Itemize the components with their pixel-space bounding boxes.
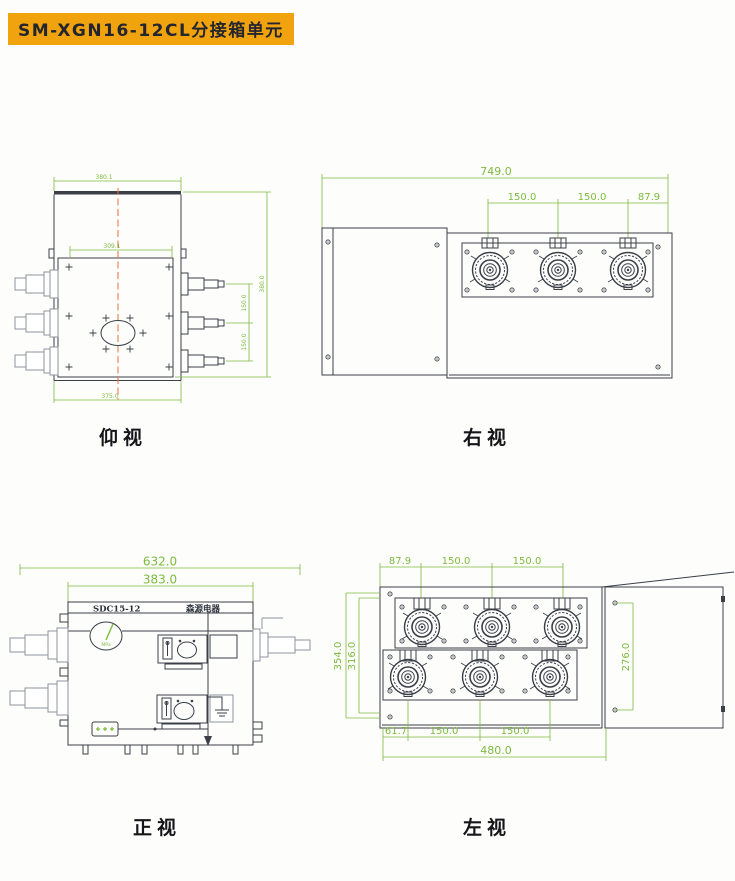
- connector-icon: [471, 608, 513, 648]
- left-view-top-dimensions: 87.9 150.0 150.0: [379, 556, 564, 598]
- svg-text:150.0: 150.0: [241, 333, 248, 350]
- front-view-dimensions: 632.0 383.0: [19, 555, 301, 602]
- svg-text:150.0: 150.0: [501, 726, 530, 737]
- caption-front-view: 正视: [133, 817, 182, 839]
- connector-icon: [537, 251, 579, 291]
- svg-text:480.0: 480.0: [480, 744, 512, 757]
- brand-label: 森源电器: [186, 604, 221, 615]
- svg-text:87.9: 87.9: [638, 192, 660, 203]
- svg-text:354.0: 354.0: [333, 642, 344, 671]
- upper-mechanism: [157, 634, 238, 670]
- connector-icon: [459, 658, 501, 698]
- bottom-view-dimensions: 380.1 309.1 375.0 150.0 150.0 380.0: [53, 174, 271, 403]
- left-view-bottom-dimensions: 61.7 150.0 150.0 480.0: [382, 700, 607, 761]
- svg-text:316.0: 316.0: [347, 642, 358, 671]
- connector-icon: [541, 608, 583, 648]
- svg-text:150.0: 150.0: [508, 192, 537, 203]
- caption-bottom-view: 仰视: [99, 427, 148, 449]
- connector-plate: [461, 242, 654, 298]
- left-view-side-dimensions: 354.0 316.0 276.0: [333, 592, 634, 719]
- view-right-drawing: 749.0 150.0 150.0 87.9: [321, 165, 673, 379]
- caption-right-view: 右视: [463, 427, 512, 449]
- svg-text:309.1: 309.1: [103, 243, 120, 250]
- main-tank: [379, 571, 735, 729]
- svg-text:749.0: 749.0: [480, 165, 512, 178]
- connector-icon: [607, 251, 649, 291]
- pressure-gauge-icon: MPa: [89, 621, 123, 651]
- model-label: SDC15-12: [93, 605, 141, 615]
- mounting-feet: [82, 744, 239, 755]
- left-bushings-icon: [14, 269, 59, 376]
- svg-text:150.0: 150.0: [442, 556, 471, 567]
- connector-icon: [529, 658, 571, 698]
- center-hole: [100, 320, 136, 346]
- svg-text:380.0: 380.0: [259, 275, 266, 292]
- connector-icon: [387, 658, 429, 698]
- ground-icon: [208, 694, 234, 723]
- front-enclosure: SDC15-12 森源电器: [67, 601, 254, 746]
- caption-left-view: 左视: [463, 817, 512, 839]
- view-left-drawing: 87.9 150.0 150.0: [333, 556, 735, 761]
- svg-text:150.0: 150.0: [241, 294, 248, 311]
- svg-text:375.0: 375.0: [101, 393, 118, 400]
- connector-icon: [401, 608, 443, 648]
- svg-text:150.0: 150.0: [578, 192, 607, 203]
- connector-icon: [469, 251, 511, 291]
- svg-text:MPa: MPa: [101, 642, 110, 648]
- svg-text:383.0: 383.0: [143, 573, 177, 587]
- cable-compartment-panel: [321, 227, 448, 376]
- title-banner: SM-XGN16-12CL分接箱单元: [8, 13, 294, 45]
- svg-text:380.1: 380.1: [95, 174, 112, 181]
- view-bottom-drawing: 380.1 309.1 375.0 150.0 150.0 380.0: [14, 174, 271, 403]
- terminal-block: [91, 721, 208, 737]
- connector-tabs: [481, 237, 637, 249]
- upper-connector-plate: [394, 597, 588, 649]
- lower-connector-plate: [382, 649, 578, 701]
- lower-mechanism: [156, 694, 208, 730]
- cable-compartment-panel: [604, 586, 725, 729]
- bottom-view-body: [48, 188, 187, 400]
- right-studs-icon: [180, 272, 225, 373]
- svg-text:61.7: 61.7: [385, 726, 407, 737]
- right-view-dimensions: 749.0 150.0 150.0 87.9: [321, 165, 669, 238]
- right-bushing-icon: [252, 617, 311, 743]
- svg-text:150.0: 150.0: [430, 726, 459, 737]
- drain-conductor: [204, 613, 212, 746]
- main-tank: [446, 232, 673, 379]
- svg-text:632.0: 632.0: [143, 555, 177, 569]
- svg-text:150.0: 150.0: [513, 556, 542, 567]
- view-front-drawing: 632.0 383.0 SDC15-12 森源电器 MPa: [9, 555, 311, 755]
- svg-text:276.0: 276.0: [621, 643, 632, 672]
- svg-text:87.9: 87.9: [389, 556, 411, 567]
- left-bushings-icon: [9, 613, 69, 727]
